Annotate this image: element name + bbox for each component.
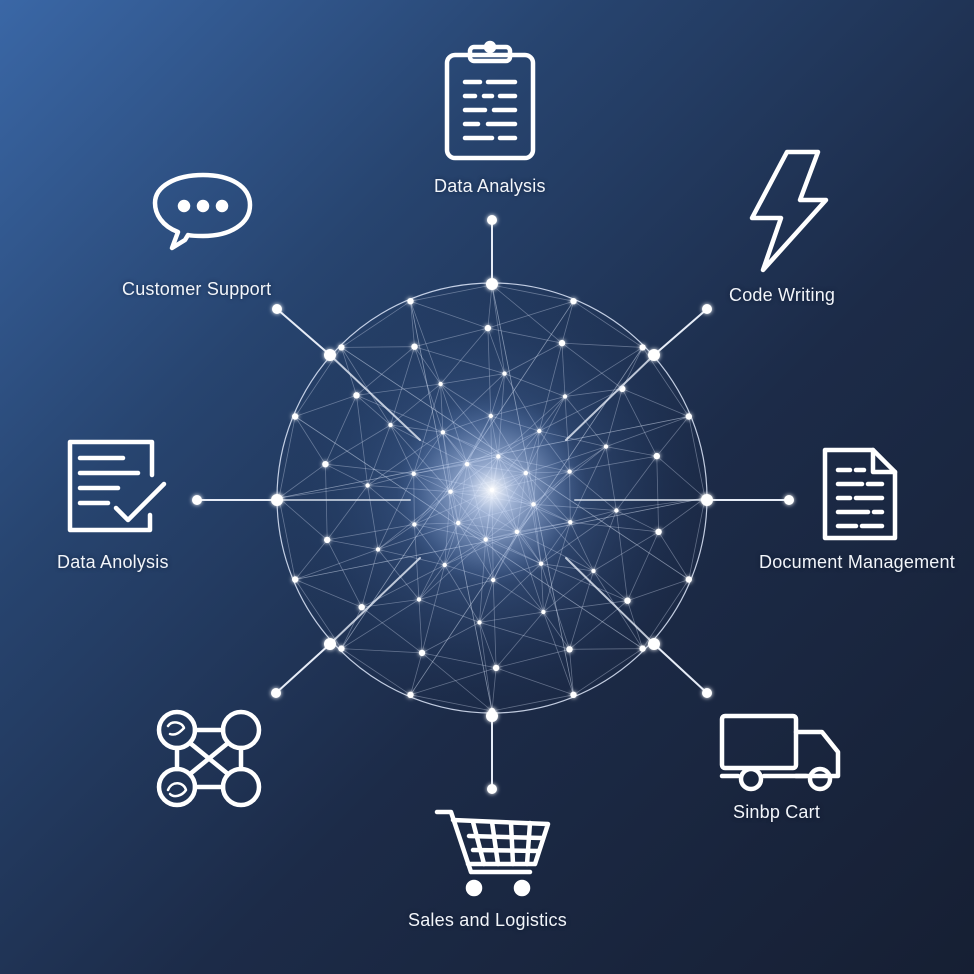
spoke-label-right: Document Management	[759, 552, 955, 572]
clipboard-icon	[444, 40, 536, 161]
spoke-node-top-right	[702, 304, 712, 314]
spoke-line-top-right	[653, 308, 708, 356]
network-globe-icon	[275, 281, 709, 715]
chat-bubble-icon	[152, 172, 253, 251]
spoke-line-bottom-right	[653, 643, 708, 694]
spoke-line-top-left	[276, 308, 331, 356]
spoke-node-bottom-right	[702, 688, 712, 698]
spoke-node-top	[487, 215, 497, 225]
document-icon	[822, 447, 898, 541]
shopping-cart-icon	[434, 809, 551, 897]
spoke-label-left: Data Anolysis	[57, 552, 169, 572]
report-checkmark-icon	[67, 439, 167, 533]
spoke-node-top-left	[272, 304, 282, 314]
spoke-label-bottom: Sales and Logistics	[408, 910, 567, 930]
spoke-label-bottom-right: Sinbp Cart	[733, 802, 821, 822]
spoke-node-bottom	[487, 784, 497, 794]
spoke-node-left	[192, 495, 202, 505]
spoke-node-right	[784, 495, 794, 505]
spoke-node-bottom-left	[271, 688, 281, 698]
spoke-lines	[196, 219, 790, 790]
spoke-label-top-left: Customer Support	[122, 279, 272, 299]
spoke-label-top: Data Analysis	[434, 176, 546, 196]
lightning-icon	[749, 149, 829, 273]
spoke-end-nodes	[192, 215, 794, 794]
spoke-line-bottom-left	[275, 643, 331, 694]
network-nodes-icon	[156, 709, 262, 808]
spoke-label-top-right: Code Writing	[729, 285, 836, 305]
truck-icon	[719, 713, 841, 792]
